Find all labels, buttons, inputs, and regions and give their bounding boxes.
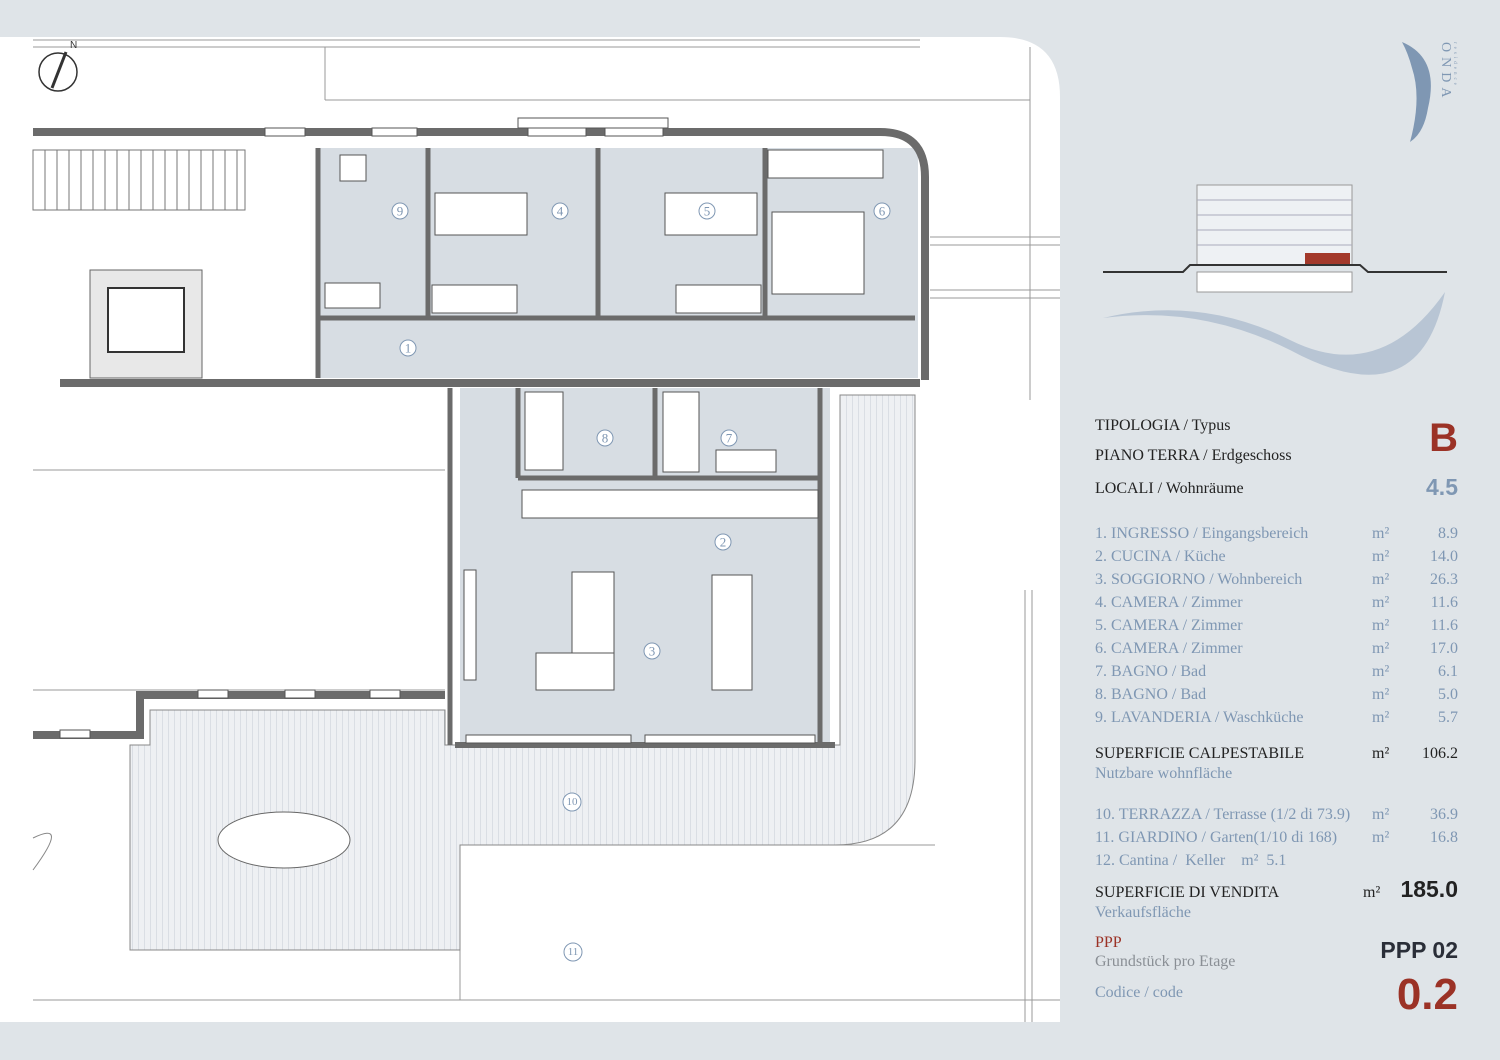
- room-number: 6: [879, 204, 886, 219]
- room-area: 11.6: [1430, 617, 1458, 634]
- room-area: 14.0: [1430, 548, 1458, 565]
- ppp-sub: Grundstück pro Etage: [1095, 953, 1236, 970]
- unit: m²: [1372, 571, 1390, 588]
- room-number: 10: [567, 796, 579, 808]
- tipologia-label: TIPOLOGIA / Typus: [1095, 417, 1231, 434]
- room-number: 3: [649, 644, 656, 659]
- room-label: 2. CUCINA / Küche: [1095, 548, 1226, 565]
- room-row: 6. CAMERA / Zimmer m² 17.0: [1095, 640, 1460, 658]
- room-row: 3. SOGGIORNO / Wohnbereich m² 26.3: [1095, 571, 1460, 589]
- extra-label: 11. GIARDINO / Garten(1/10 di 168): [1095, 829, 1338, 846]
- unit: m²: [1372, 829, 1390, 846]
- calpestabile-row: SUPERFICIE CALPESTABILE m² 106.2: [1095, 745, 1460, 763]
- building-elevation: [1103, 184, 1447, 293]
- room-number: 5: [704, 204, 711, 219]
- room-number: 4: [557, 204, 564, 219]
- room-number: 8: [602, 431, 609, 446]
- svg-text:residence: residence: [1452, 42, 1457, 88]
- onda-logo: ONDA residence: [1400, 38, 1460, 153]
- vendita-sub: Verkaufsfläche: [1095, 904, 1191, 921]
- unit: m²: [1372, 525, 1390, 542]
- room-row: 7. BAGNO / Bad m² 6.1: [1095, 663, 1460, 681]
- terrace: [129, 394, 916, 951]
- wave-graphic: [1103, 292, 1445, 375]
- calpestabile-sub: Nutzbare wohnfläche: [1095, 765, 1233, 782]
- code-label: Codice / code: [1095, 984, 1183, 1001]
- room-number: 11: [568, 946, 579, 958]
- room-label: 8. BAGNO / Bad: [1095, 686, 1207, 703]
- room-row: 9. LAVANDERIA / Waschküche m² 5.7: [1095, 709, 1460, 727]
- svg-text:N: N: [70, 40, 77, 51]
- unit: m²: [1372, 686, 1390, 703]
- room-label: 6. CAMERA / Zimmer: [1095, 640, 1243, 657]
- room-label: 9. LAVANDERIA / Waschküche: [1095, 709, 1304, 726]
- ppp-label: PPP: [1095, 934, 1122, 951]
- room-area: 26.3: [1430, 571, 1458, 588]
- unit: m²: [1372, 709, 1390, 726]
- extra-label: 10. TERRAZZA / Terrasse (1/2 di 73.9): [1095, 806, 1351, 823]
- room-label: 7. BAGNO / Bad: [1095, 663, 1207, 680]
- vendita-row: SUPERFICIE DI VENDITA m²: [1095, 884, 1460, 902]
- north-arrow-icon: N: [38, 40, 78, 92]
- extra-row: 11. GIARDINO / Garten(1/10 di 168) m² 16.8: [1095, 829, 1460, 847]
- elevator: [89, 269, 203, 379]
- calpestabile-area: 106.2: [1422, 745, 1458, 762]
- locali-label: LOCALI / Wohnräume: [1095, 480, 1244, 497]
- room-number: 7: [726, 431, 733, 446]
- unit: m²: [1372, 745, 1390, 762]
- room-row: 1. INGRESSO / Eingangsbereich m² 8.9: [1095, 525, 1460, 543]
- locali-value: 4.5: [1426, 474, 1458, 500]
- room-area: 6.1: [1438, 663, 1458, 680]
- room-area: 5.0: [1438, 686, 1458, 703]
- unit: m²: [1372, 640, 1390, 657]
- unit: m²: [1372, 594, 1390, 611]
- windows: [59, 117, 816, 744]
- room-row: 8. BAGNO / Bad m² 5.0: [1095, 686, 1460, 704]
- tipologia-value: B: [1429, 416, 1458, 460]
- terrace-table: [217, 811, 351, 869]
- furniture: [324, 149, 884, 691]
- unit: m²: [1372, 617, 1390, 634]
- room-area: 5.7: [1438, 709, 1458, 726]
- extra-area: 16.8: [1430, 829, 1458, 846]
- room-number: 1: [405, 341, 412, 356]
- code-value: 0.2: [1396, 970, 1458, 1019]
- room-number: 2: [720, 535, 727, 550]
- room-label: 4. CAMERA / Zimmer: [1095, 594, 1243, 611]
- unit: m²: [1372, 548, 1390, 565]
- room-area: 17.0: [1430, 640, 1458, 657]
- room-numbers: [391, 202, 891, 962]
- extra-area: 36.9: [1430, 806, 1458, 823]
- ppp-value: PPP 02: [1380, 937, 1458, 963]
- room-row: 2. CUCINA / Küche m² 14.0: [1095, 548, 1460, 566]
- room-row: 5. CAMERA / Zimmer m² 11.6: [1095, 617, 1460, 635]
- room-row: 4. CAMERA / Zimmer m² 11.6: [1095, 594, 1460, 612]
- room-area: 8.9: [1438, 525, 1458, 542]
- room-label: 1. INGRESSO / Eingangsbereich: [1095, 525, 1309, 542]
- svg-text:ONDA: ONDA: [1438, 42, 1453, 102]
- room-area: 11.6: [1430, 594, 1458, 611]
- room-label: 5. CAMERA / Zimmer: [1095, 617, 1243, 634]
- vendita-area: 185.0: [1400, 876, 1458, 902]
- unit: m²: [1372, 806, 1390, 823]
- staircase: [32, 149, 246, 211]
- vendita-label: SUPERFICIE DI VENDITA: [1095, 884, 1280, 901]
- room-number: 9: [397, 204, 404, 219]
- unit: m²: [1363, 884, 1381, 901]
- extra-row: 10. TERRAZZA / Terrasse (1/2 di 73.9) m² 3…: [1095, 806, 1460, 824]
- calpestabile-label: SUPERFICIE CALPESTABILE: [1095, 745, 1304, 762]
- piano-label: PIANO TERRA / Erdgeschoss: [1095, 447, 1292, 464]
- room-label: 3. SOGGIORNO / Wohnbereich: [1095, 571, 1303, 588]
- unit: m²: [1372, 663, 1390, 680]
- extra-row: 12. Cantina / Keller m² 5.1: [1095, 852, 1287, 869]
